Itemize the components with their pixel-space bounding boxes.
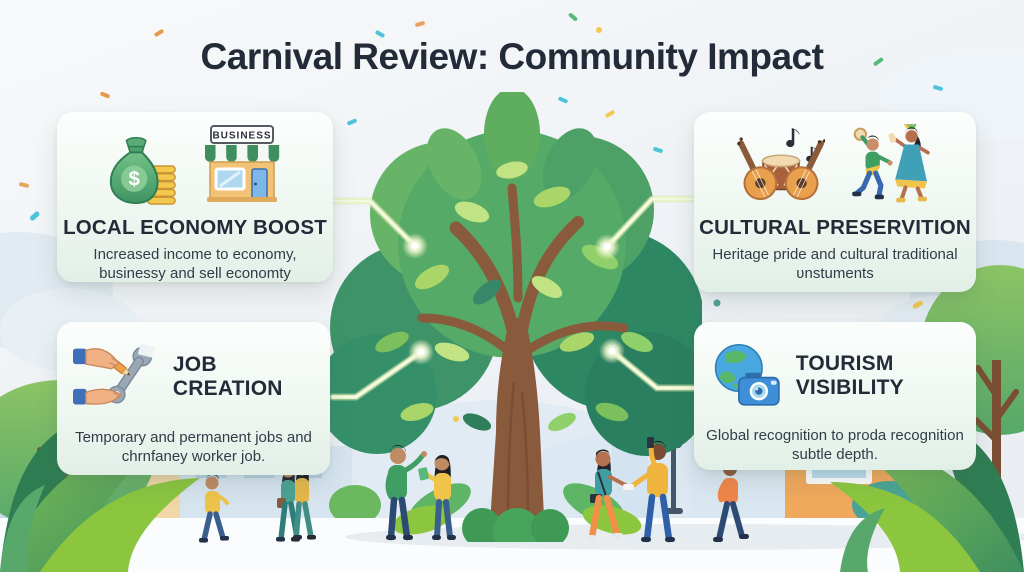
lower-hand — [73, 388, 122, 405]
person-woman-teal — [586, 449, 633, 541]
storefront-icon: BUSINESS — [205, 125, 280, 202]
upper-hand — [73, 348, 120, 370]
dancer-woman — [888, 124, 930, 203]
card-local-economy-boost: $ BUSINESS — [57, 112, 333, 282]
hands-tools-icon — [73, 343, 155, 405]
base-bushes — [392, 483, 642, 542]
tree-leaves — [375, 161, 653, 432]
lute-right — [784, 139, 825, 201]
person-man-yellow — [623, 437, 675, 543]
money-bag-icon: $ — [109, 137, 176, 205]
person-man-orange — [713, 459, 749, 542]
card-title: TOURISM VISIBILITY — [795, 352, 904, 399]
globe-camera-icon — [714, 343, 780, 406]
glow-nodes — [402, 233, 625, 365]
person-boy-walking — [199, 473, 229, 543]
card-description: Temporary and permanent jobs and chrnfan… — [75, 429, 312, 466]
card-description: Global recognition to proda recognition … — [706, 427, 964, 464]
community-tree-illustration — [322, 92, 702, 542]
awning — [205, 145, 280, 162]
tree-canopy — [322, 92, 702, 456]
lute-left — [737, 137, 778, 201]
music-notes — [786, 128, 818, 162]
card-title: CULTURAL PRESERVITION — [699, 216, 971, 239]
card-description: Heritage pride and cultural traditional … — [712, 246, 958, 283]
storefront-sign: BUSINESS — [212, 131, 271, 142]
carnival-dancers-icon — [852, 124, 930, 203]
dancer-man — [852, 127, 893, 200]
person-man-green — [385, 444, 427, 541]
tree-trunk — [417, 183, 629, 539]
ground — [0, 518, 1024, 572]
card-job-creation: JOB CREATION Temporary and permanent job… — [57, 322, 330, 475]
camera — [738, 372, 780, 406]
person-woman-yellow — [418, 454, 456, 540]
card-title: JOB CREATION — [172, 353, 283, 400]
card-title: LOCAL ECONOMY BOOST — [63, 216, 327, 239]
card-description: Increased income to economy, businessy a… — [93, 246, 297, 283]
dollar-sign: $ — [129, 168, 141, 191]
page-title: Carnival Review: Community Impact — [200, 36, 824, 77]
folk-instruments-icon — [737, 128, 825, 201]
street-lamp — [663, 430, 684, 514]
card-cultural-preservition: CULTURAL PRESERVITION Heritage pride and… — [694, 112, 976, 292]
card-tourism-visibility: TOURISM VISIBILITY Global recognition to… — [694, 322, 976, 470]
